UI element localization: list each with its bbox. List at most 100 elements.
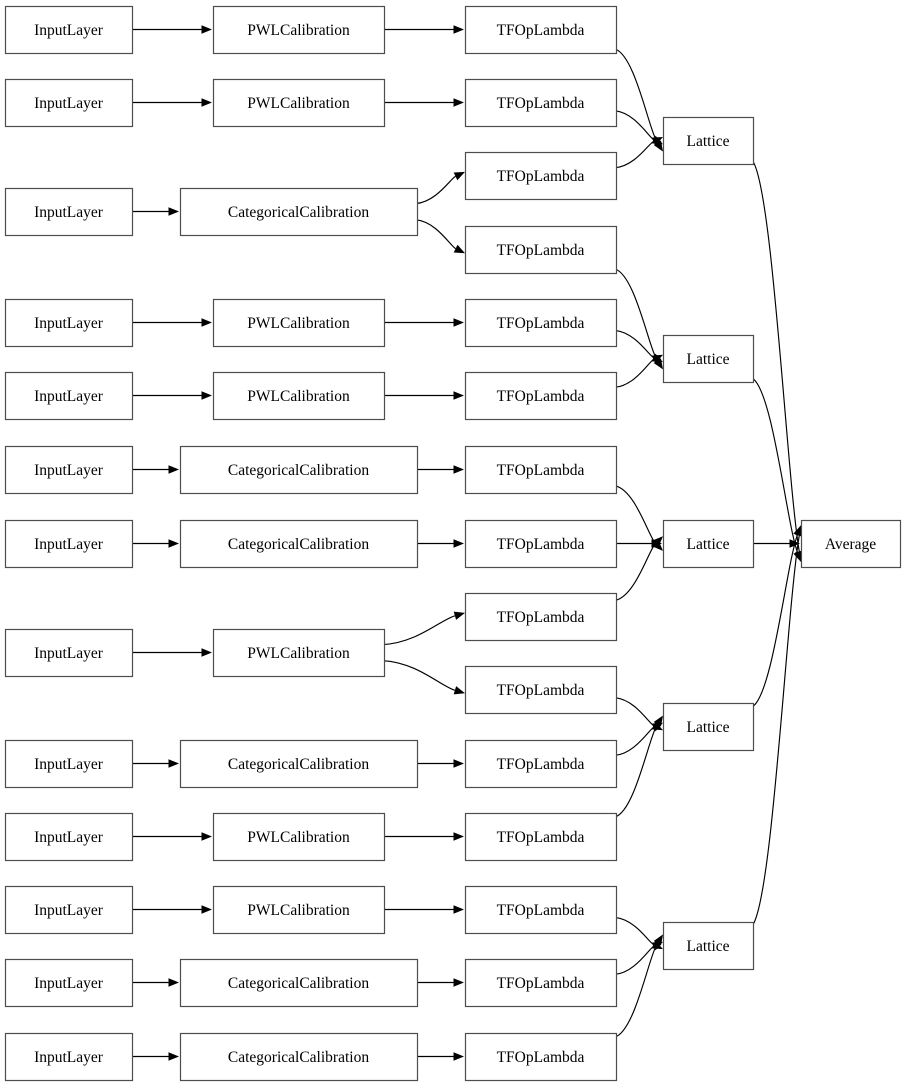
node-lam10[interactable]: TFOpLambda bbox=[464, 665, 618, 715]
node-in2[interactable]: InputLayer bbox=[4, 78, 134, 128]
node-box[interactable] bbox=[464, 592, 618, 642]
node-box[interactable] bbox=[464, 665, 618, 715]
node-in8[interactable]: InputLayer bbox=[4, 628, 134, 678]
node-in1[interactable]: InputLayer bbox=[4, 5, 134, 55]
node-box[interactable] bbox=[212, 5, 386, 55]
node-box[interactable] bbox=[4, 1032, 134, 1082]
node-box[interactable] bbox=[4, 5, 134, 55]
node-box[interactable] bbox=[212, 812, 386, 862]
node-lam4[interactable]: TFOpLambda bbox=[464, 225, 618, 275]
node-lam6[interactable]: TFOpLambda bbox=[464, 371, 618, 421]
node-in7[interactable]: InputLayer bbox=[4, 519, 134, 569]
node-in5[interactable]: InputLayer bbox=[4, 371, 134, 421]
node-box[interactable] bbox=[464, 5, 618, 55]
node-in9[interactable]: InputLayer bbox=[4, 739, 134, 789]
node-cal2[interactable]: PWLCalibration bbox=[212, 78, 386, 128]
node-lat4[interactable]: Lattice bbox=[662, 702, 755, 752]
node-box[interactable] bbox=[4, 187, 134, 237]
node-cal5[interactable]: PWLCalibration bbox=[212, 371, 386, 421]
node-box[interactable] bbox=[662, 702, 755, 752]
node-lam12[interactable]: TFOpLambda bbox=[464, 812, 618, 862]
node-box[interactable] bbox=[212, 78, 386, 128]
node-in11[interactable]: InputLayer bbox=[4, 885, 134, 935]
node-box[interactable] bbox=[662, 921, 755, 971]
node-box[interactable] bbox=[4, 371, 134, 421]
node-cal11[interactable]: PWLCalibration bbox=[212, 885, 386, 935]
node-label: TFOpLambda bbox=[497, 609, 585, 626]
node-lat1[interactable]: Lattice bbox=[662, 116, 755, 166]
node-in13[interactable]: InputLayer bbox=[4, 1032, 134, 1082]
node-box[interactable] bbox=[464, 371, 618, 421]
node-cal12[interactable]: CategoricalCalibration bbox=[179, 958, 419, 1008]
node-box[interactable] bbox=[179, 445, 419, 495]
node-box[interactable] bbox=[464, 958, 618, 1008]
node-cal7[interactable]: CategoricalCalibration bbox=[179, 519, 419, 569]
node-lam11[interactable]: TFOpLambda bbox=[464, 739, 618, 789]
node-box[interactable] bbox=[179, 519, 419, 569]
node-box[interactable] bbox=[212, 371, 386, 421]
node-box[interactable] bbox=[464, 1032, 618, 1082]
node-box[interactable] bbox=[800, 519, 902, 569]
node-in4[interactable]: InputLayer bbox=[4, 298, 134, 348]
node-cal4[interactable]: PWLCalibration bbox=[212, 298, 386, 348]
node-cal3[interactable]: CategoricalCalibration bbox=[179, 187, 419, 237]
node-avg[interactable]: Average bbox=[800, 519, 902, 569]
node-box[interactable] bbox=[464, 78, 618, 128]
node-cal8[interactable]: PWLCalibration bbox=[212, 628, 386, 678]
node-lat3[interactable]: Lattice bbox=[662, 519, 755, 569]
node-box[interactable] bbox=[662, 334, 755, 384]
node-lam8[interactable]: TFOpLambda bbox=[464, 519, 618, 569]
node-box[interactable] bbox=[464, 151, 618, 201]
node-box[interactable] bbox=[179, 1032, 419, 1082]
node-box[interactable] bbox=[212, 885, 386, 935]
node-cal1[interactable]: PWLCalibration bbox=[212, 5, 386, 55]
node-lam1[interactable]: TFOpLambda bbox=[464, 5, 618, 55]
node-label: TFOpLambda bbox=[497, 315, 585, 332]
node-box[interactable] bbox=[179, 739, 419, 789]
node-lam15[interactable]: TFOpLambda bbox=[464, 1032, 618, 1082]
node-box[interactable] bbox=[4, 628, 134, 678]
node-box[interactable] bbox=[4, 958, 134, 1008]
node-box[interactable] bbox=[4, 78, 134, 128]
node-lam9[interactable]: TFOpLambda bbox=[464, 592, 618, 642]
arrowhead bbox=[201, 25, 212, 34]
node-box[interactable] bbox=[464, 739, 618, 789]
node-box[interactable] bbox=[464, 445, 618, 495]
node-box[interactable] bbox=[464, 885, 618, 935]
node-lam7[interactable]: TFOpLambda bbox=[464, 445, 618, 495]
node-box[interactable] bbox=[662, 116, 755, 166]
node-box[interactable] bbox=[4, 519, 134, 569]
node-box[interactable] bbox=[464, 812, 618, 862]
node-lam5[interactable]: TFOpLambda bbox=[464, 298, 618, 348]
node-box[interactable] bbox=[179, 958, 419, 1008]
node-lam14[interactable]: TFOpLambda bbox=[464, 958, 618, 1008]
node-lam2[interactable]: TFOpLambda bbox=[464, 78, 618, 128]
node-box[interactable] bbox=[4, 445, 134, 495]
node-box[interactable] bbox=[179, 187, 419, 237]
node-in6[interactable]: InputLayer bbox=[4, 445, 134, 495]
node-box[interactable] bbox=[4, 812, 134, 862]
node-box[interactable] bbox=[464, 298, 618, 348]
node-box[interactable] bbox=[464, 519, 618, 569]
node-box[interactable] bbox=[4, 739, 134, 789]
node-in3[interactable]: InputLayer bbox=[4, 187, 134, 237]
node-box[interactable] bbox=[4, 298, 134, 348]
node-label: InputLayer bbox=[34, 645, 104, 662]
node-lam13[interactable]: TFOpLambda bbox=[464, 885, 618, 935]
node-cal9[interactable]: CategoricalCalibration bbox=[179, 739, 419, 789]
node-lat2[interactable]: Lattice bbox=[662, 334, 755, 384]
node-cal13[interactable]: CategoricalCalibration bbox=[179, 1032, 419, 1082]
node-cal6[interactable]: CategoricalCalibration bbox=[179, 445, 419, 495]
node-box[interactable] bbox=[212, 298, 386, 348]
node-lam3[interactable]: TFOpLambda bbox=[464, 151, 618, 201]
node-box[interactable] bbox=[464, 225, 618, 275]
node-lat5[interactable]: Lattice bbox=[662, 921, 755, 971]
node-in12[interactable]: InputLayer bbox=[4, 958, 134, 1008]
node-box[interactable] bbox=[662, 519, 755, 569]
node-box[interactable] bbox=[212, 628, 386, 678]
node-in10[interactable]: InputLayer bbox=[4, 812, 134, 862]
arrowhead bbox=[168, 207, 179, 216]
node-box[interactable] bbox=[4, 885, 134, 935]
graph-edge bbox=[614, 715, 663, 818]
node-cal10[interactable]: PWLCalibration bbox=[212, 812, 386, 862]
